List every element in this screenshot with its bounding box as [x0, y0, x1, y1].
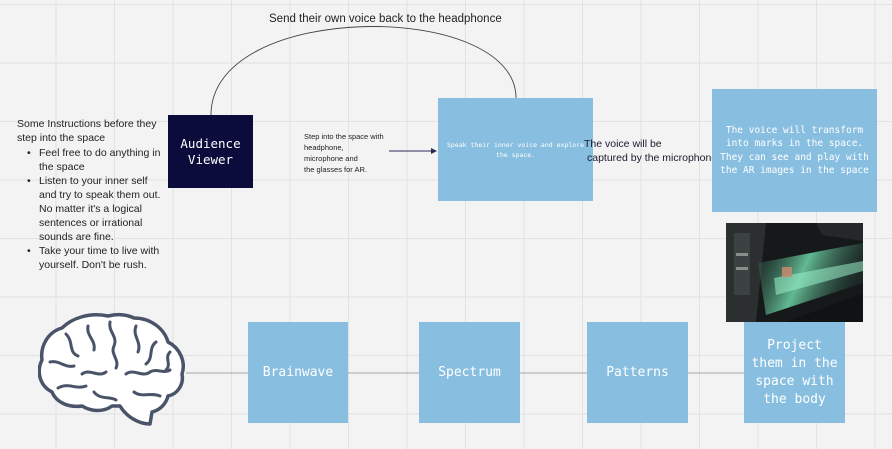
- captured-line: The voice will be: [584, 138, 662, 150]
- instructions-intro: Some Instructions before they step into …: [17, 118, 157, 144]
- audience-viewer-box[interactable]: Audience Viewer: [168, 115, 253, 188]
- speak-inner-voice-label: Speak their inner voice and explore the …: [447, 140, 584, 159]
- captured-line: captured by the microphone: [587, 152, 718, 164]
- step-into-space-text: Step into the space with headphone, micr…: [304, 131, 414, 175]
- patterns-label: Patterns: [606, 365, 669, 380]
- captured-by-microphone-text: The voice will be captured by the microp…: [584, 137, 724, 165]
- brainwave-box[interactable]: Brainwave: [248, 322, 348, 423]
- step-text-line: the glasses for AR.: [304, 165, 367, 174]
- speak-inner-voice-box[interactable]: Speak their inner voice and explore the …: [438, 98, 593, 201]
- spectrum-box[interactable]: Spectrum: [419, 322, 520, 423]
- brainwave-label: Brainwave: [262, 365, 334, 380]
- instructions-block: Some Instructions before they step into …: [17, 117, 167, 272]
- instructions-list: Feel free to do anything in the space Li…: [17, 146, 167, 272]
- ar-space-photo: [726, 223, 863, 322]
- project-in-space-label: Project them in the space with the body: [751, 337, 838, 407]
- patterns-box[interactable]: Patterns: [587, 322, 688, 423]
- voice-transform-label: The voice will transform into marks in t…: [720, 124, 869, 177]
- brain-icon: [38, 312, 185, 426]
- step-text-line: microphone and: [304, 154, 358, 163]
- voice-transform-box[interactable]: The voice will transform into marks in t…: [712, 89, 877, 212]
- step-text-line: headphone,: [304, 143, 344, 152]
- instruction-item: Feel free to do anything in the space: [27, 146, 167, 174]
- arc-label: Send their own voice back to the headpho…: [269, 13, 502, 25]
- photo-scene: [726, 223, 863, 322]
- instruction-item: Take your time to live with yourself. Do…: [27, 244, 167, 272]
- project-in-space-box[interactable]: Project them in the space with the body: [744, 322, 845, 423]
- step-text-line: Step into the space with: [304, 132, 384, 141]
- spectrum-label: Spectrum: [438, 365, 501, 380]
- audience-viewer-label: Audience Viewer: [180, 135, 241, 167]
- instruction-item: Listen to your inner self and try to spe…: [27, 174, 167, 244]
